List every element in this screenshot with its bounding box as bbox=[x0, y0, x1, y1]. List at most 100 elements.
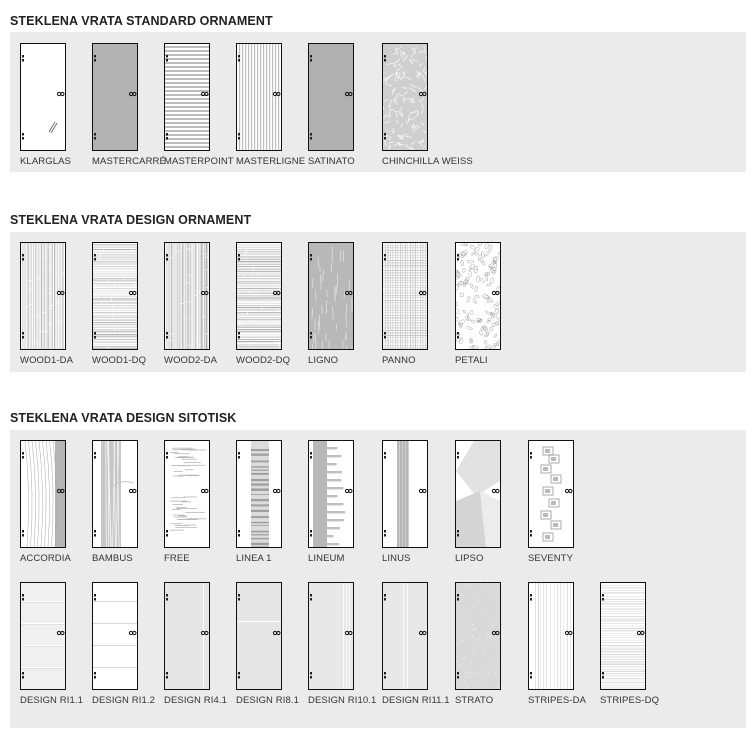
door-label: CHINCHILLA WEISS bbox=[382, 156, 473, 167]
door-thumbnail-stripesdq bbox=[600, 582, 646, 690]
door-pattern-masterpoint bbox=[165, 46, 209, 148]
door-thumbnail-panno bbox=[382, 242, 428, 350]
door-pattern-ri101 bbox=[309, 583, 353, 689]
door-thumbnail-klarglas bbox=[20, 43, 66, 151]
door-pattern-ligno bbox=[309, 243, 353, 349]
door-thumbnail-chinchilla bbox=[382, 43, 428, 151]
door-pattern-masterligne bbox=[238, 44, 281, 150]
door-thumbnail-wood2dq bbox=[236, 242, 282, 350]
door-label: FREE bbox=[164, 553, 190, 564]
door-pattern-satinato bbox=[309, 44, 353, 150]
door-item-bambus[interactable]: BAMBUS bbox=[92, 440, 162, 566]
door-label: LIPSO bbox=[455, 553, 484, 564]
door-thumbnail-ri11 bbox=[20, 582, 66, 690]
door-item-stripesdq[interactable]: STRIPES-DQ bbox=[600, 582, 670, 708]
door-item-wood2dq[interactable]: WOOD2-DQ bbox=[236, 242, 306, 368]
door-label: ACCORDIA bbox=[20, 553, 71, 564]
door-label: LINEA 1 bbox=[236, 553, 272, 564]
section-title-design-ornament: STEKLENA VRATA DESIGN ORNAMENT bbox=[10, 213, 252, 227]
door-item-wood2da[interactable]: WOOD2-DA bbox=[164, 242, 234, 368]
door-item-wood1da[interactable]: WOOD1-DA bbox=[20, 242, 90, 368]
door-item-linea1[interactable]: LINEA 1 bbox=[236, 440, 306, 566]
door-label: MASTERPOINT bbox=[164, 156, 234, 167]
door-pattern-klarglas bbox=[22, 55, 65, 140]
door-pattern-wood2dq bbox=[237, 244, 281, 349]
door-label: SEVENTY bbox=[528, 553, 574, 564]
door-item-klarglas[interactable]: KLARGLAS bbox=[20, 43, 90, 169]
door-pattern-seventy bbox=[530, 446, 573, 542]
door-label: STRIPES-DQ bbox=[600, 695, 660, 706]
door-thumbnail-lipso bbox=[455, 440, 501, 548]
door-pattern-stripesdq bbox=[601, 585, 645, 689]
door-thumbnail-stripesda bbox=[528, 582, 574, 690]
door-pattern-accordia bbox=[22, 441, 65, 547]
door-item-ri41[interactable]: DESIGN RI4.1 bbox=[164, 582, 234, 708]
door-item-panno[interactable]: PANNO bbox=[382, 242, 452, 368]
door-thumbnail-ri81 bbox=[236, 582, 282, 690]
door-pattern-wood1dq bbox=[93, 244, 137, 349]
door-pattern-free bbox=[166, 447, 209, 537]
door-item-chinchilla[interactable]: CHINCHILLA WEISS bbox=[382, 43, 473, 169]
door-label: LINEUM bbox=[308, 553, 345, 564]
door-item-accordia[interactable]: ACCORDIA bbox=[20, 440, 90, 566]
door-thumbnail-linea1 bbox=[236, 440, 282, 548]
door-pattern-bambus bbox=[94, 441, 137, 547]
door-label: WOOD1-DA bbox=[20, 355, 74, 366]
door-item-ri81[interactable]: DESIGN RI8.1 bbox=[236, 582, 306, 708]
door-thumbnail-masterpoint bbox=[164, 43, 210, 151]
door-pattern-stripesda bbox=[530, 583, 573, 689]
door-item-stripesda[interactable]: STRIPES-DA bbox=[528, 582, 598, 708]
door-thumbnail-free bbox=[164, 440, 210, 548]
door-thumbnail-linus bbox=[382, 440, 428, 548]
door-thumbnail-wood1da bbox=[20, 242, 66, 350]
door-item-satinato[interactable]: SATINATO bbox=[308, 43, 378, 169]
door-thumbnail-mastercarre bbox=[92, 43, 138, 151]
door-item-seventy[interactable]: SEVENTY bbox=[528, 440, 598, 566]
door-pattern-linea1 bbox=[238, 441, 281, 547]
door-item-masterligne[interactable]: MASTERLIGNE bbox=[236, 43, 306, 169]
door-pattern-chinchilla bbox=[383, 44, 427, 150]
door-thumbnail-ri12 bbox=[92, 582, 138, 690]
door-item-petali[interactable]: PETALI bbox=[455, 242, 525, 368]
door-item-wood1dq[interactable]: WOOD1-DQ bbox=[92, 242, 162, 368]
door-thumbnail-petali bbox=[455, 242, 501, 350]
door-thumbnail-strato bbox=[455, 582, 501, 690]
door-item-ri11[interactable]: DESIGN RI1.1 bbox=[20, 582, 90, 708]
door-thumbnail-seventy bbox=[528, 440, 574, 548]
door-item-free[interactable]: FREE bbox=[164, 440, 234, 566]
door-label: KLARGLAS bbox=[20, 156, 71, 167]
door-pattern-ri12 bbox=[93, 594, 137, 679]
door-label: LIGNO bbox=[308, 355, 339, 366]
section-title-standard-ornament: STEKLENA VRATA STANDARD ORNAMENT bbox=[10, 14, 273, 28]
door-label: LINUS bbox=[382, 553, 411, 564]
door-item-lipso[interactable]: LIPSO bbox=[455, 440, 525, 566]
door-item-mastercarre[interactable]: MASTERCARRÉ bbox=[92, 43, 166, 169]
door-pattern-linus bbox=[384, 441, 427, 547]
door-label: PETALI bbox=[455, 355, 488, 366]
door-item-masterpoint[interactable]: MASTERPOINT bbox=[164, 43, 234, 169]
door-pattern-panno bbox=[383, 243, 427, 349]
door-label: WOOD2-DA bbox=[164, 355, 218, 366]
door-pattern-ri81 bbox=[237, 583, 281, 689]
door-pattern-wood1da bbox=[21, 243, 65, 349]
door-item-ri12[interactable]: DESIGN RI1.2 bbox=[92, 582, 162, 708]
door-label: DESIGN RI11.1 bbox=[382, 695, 450, 706]
door-thumbnail-ri111 bbox=[382, 582, 428, 690]
door-pattern-lipso bbox=[456, 441, 500, 547]
door-thumbnail-wood1dq bbox=[92, 242, 138, 350]
door-label: BAMBUS bbox=[92, 553, 133, 564]
door-item-strato[interactable]: STRATO bbox=[455, 582, 525, 708]
door-pattern-ri111 bbox=[383, 583, 427, 689]
door-label: MASTERLIGNE bbox=[236, 156, 306, 167]
door-thumbnail-wood2da bbox=[164, 242, 210, 350]
door-pattern-mastercarre bbox=[93, 44, 137, 150]
door-item-ligno[interactable]: LIGNO bbox=[308, 242, 378, 368]
door-item-ri101[interactable]: DESIGN RI10.1 bbox=[308, 582, 378, 708]
door-item-ri111[interactable]: DESIGN RI11.1 bbox=[382, 582, 452, 708]
door-thumbnail-ligno bbox=[308, 242, 354, 350]
door-item-linus[interactable]: LINUS bbox=[382, 440, 452, 566]
door-thumbnail-masterligne bbox=[236, 43, 282, 151]
door-item-lineum[interactable]: LINEUM bbox=[308, 440, 378, 566]
